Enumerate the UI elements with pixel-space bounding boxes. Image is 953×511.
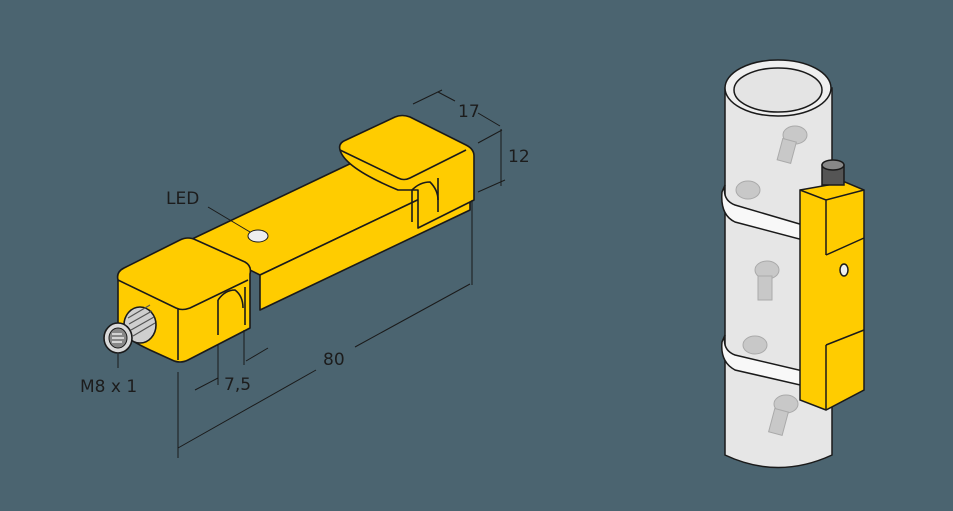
led-label: LED — [166, 189, 199, 209]
dimension-lines — [117, 89, 506, 458]
dim-length-80: 80 — [323, 350, 345, 370]
connector-label: M8 x 1 — [80, 377, 137, 397]
led-indicator — [247, 229, 269, 243]
pipe-mount-view — [721, 59, 865, 469]
mounted-sensor — [799, 181, 865, 411]
m8-connector — [103, 304, 157, 354]
dim-width-17: 17 — [458, 102, 480, 122]
right-cap — [338, 114, 475, 229]
dim-slot-7-5: 7,5 — [224, 375, 251, 395]
bolts — [735, 125, 808, 436]
sensor-isometric — [103, 114, 475, 363]
dim-height-12: 12 — [508, 147, 530, 167]
